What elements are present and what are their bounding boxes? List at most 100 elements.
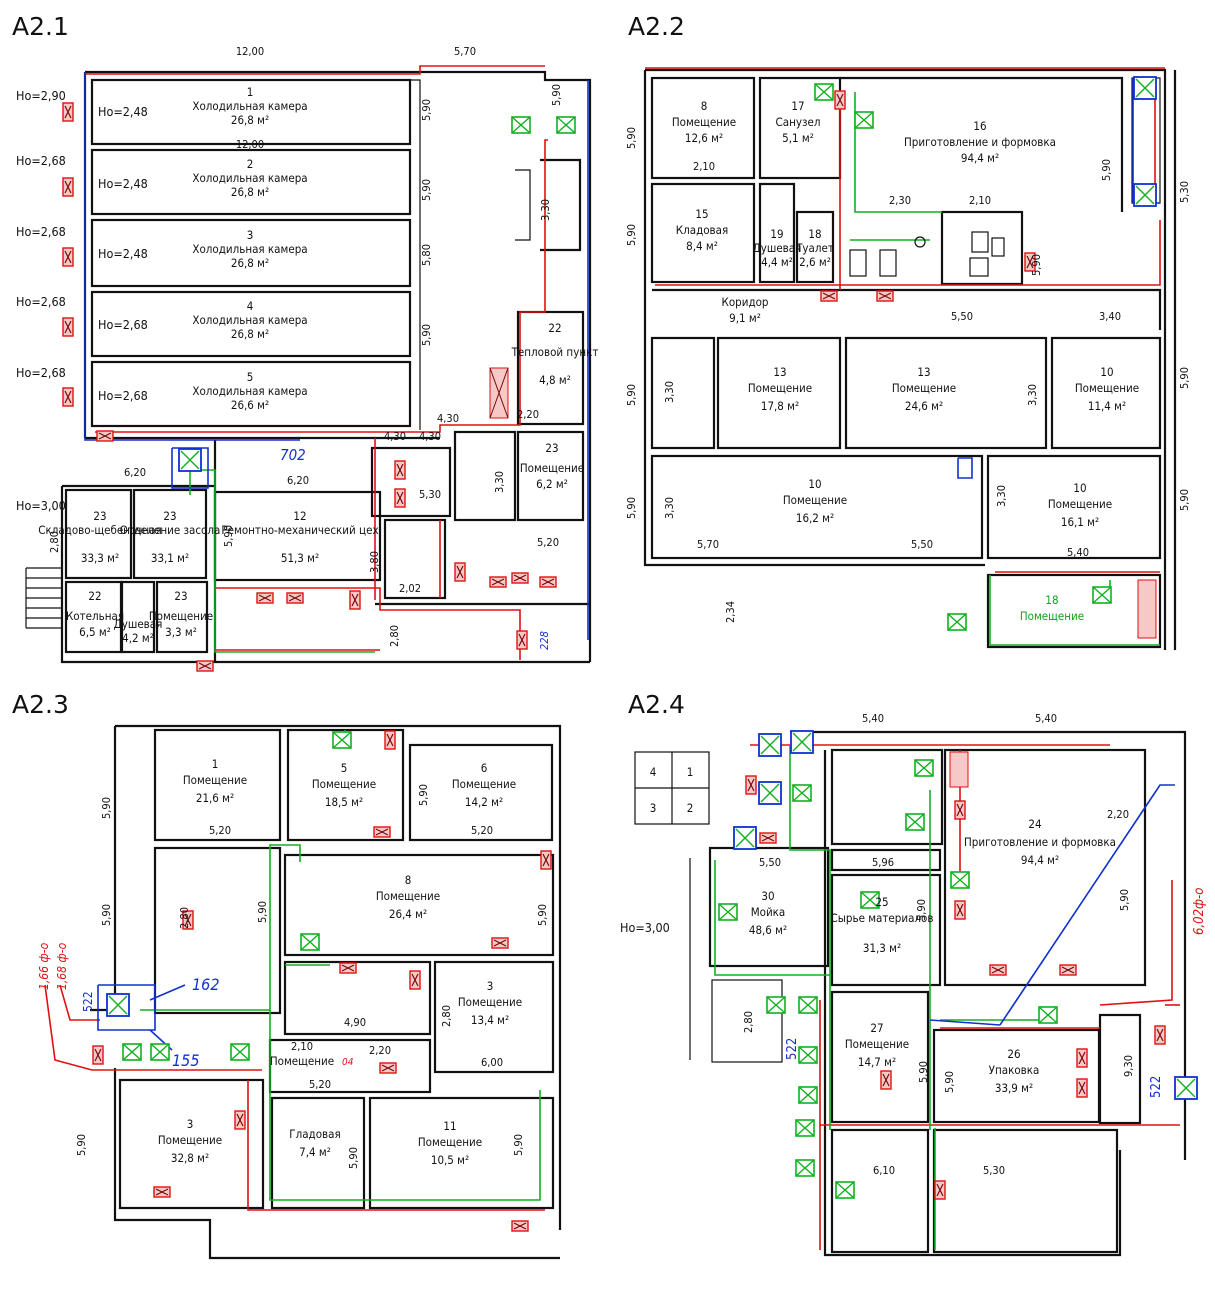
a3-red-label-1: 1,66 ф-о (37, 942, 51, 990)
panel-a4-title: A2.4 (628, 690, 685, 719)
svg-text:13: 13 (773, 365, 786, 379)
a2-dim-5: 5,90 (1100, 159, 1113, 181)
a1-ho-3: Ho=2,68 (16, 224, 66, 239)
svg-text:16,2 м²: 16,2 м² (796, 511, 834, 525)
a2-dim-18: 3,30 (995, 485, 1008, 507)
a3-red-label-3: 04 (342, 1057, 354, 1068)
a1-inner-ho-4: Ho=2,68 (98, 317, 148, 332)
a3-dim-9: 5,90 (536, 904, 549, 926)
a3-dim-7: 2,80 (178, 907, 191, 929)
a1-dim-top-1: 12,00 (236, 45, 264, 58)
a1-ho-5: Ho=2,68 (16, 365, 66, 380)
a1-inner-ho-3: Ho=2,48 (98, 246, 148, 261)
a3-blue-label-3: 155 (172, 1051, 199, 1070)
a1-dim-7: 3,30 (539, 199, 552, 221)
a3-dim-11: 4,90 (344, 1016, 366, 1029)
svg-text:5,1 м²: 5,1 м² (782, 131, 814, 145)
svg-text:10,5 м²: 10,5 м² (431, 1153, 469, 1167)
svg-text:Ремонтно-механический цех: Ремонтно-механический цех (221, 523, 378, 537)
a1-dim-12: 4,30 (437, 412, 459, 425)
a1-dim-9: 6,20 (287, 474, 309, 487)
a2-dim-8: 5,90 (1178, 489, 1191, 511)
a3-dim-5: 5,90 (417, 784, 430, 806)
a4-dim-9: 5,90 (917, 1061, 930, 1083)
svg-text:Помещение: Помещение (845, 1037, 909, 1051)
a4-dim-8: 2,80 (742, 1011, 755, 1033)
svg-text:Помещение: Помещение (672, 115, 736, 129)
svg-text:Гладовая: Гладовая (289, 1127, 340, 1141)
svg-text:4,4 м²: 4,4 м² (761, 255, 793, 269)
a1-dim-6: 5,90 (550, 84, 563, 106)
a1-inner-ho-2: Ho=2,48 (98, 176, 148, 191)
svg-text:Туалет: Туалет (795, 241, 834, 255)
a1-dim-13: 4,30 (384, 430, 406, 443)
svg-text:Помещение: Помещение (1048, 497, 1112, 511)
svg-text:Котельная: Котельная (66, 609, 124, 623)
svg-text:21,6 м²: 21,6 м² (196, 791, 234, 805)
svg-text:24,6 м²: 24,6 м² (905, 399, 943, 413)
plan-a2-1: 12,00 5,70 Ho=2,90 Ho=2,68 Ho=2,68 Ho=2,… (16, 45, 598, 672)
a4-dim-6: 5,90 (915, 899, 928, 921)
svg-text:Помещение: Помещение (183, 773, 247, 787)
svg-text:Помещение: Помещение (452, 777, 516, 791)
a3-dim-12: 2,10 (291, 1040, 313, 1053)
svg-text:4: 4 (247, 299, 254, 313)
a4-key-3: 3 (650, 801, 657, 815)
a1-inner-ho-5: Ho=2,68 (98, 388, 148, 403)
svg-text:16: 16 (973, 119, 986, 133)
svg-text:6,2 м²: 6,2 м² (536, 477, 568, 491)
svg-text:Помещение: Помещение (312, 777, 376, 791)
svg-text:Холодильная камера: Холодильная камера (192, 171, 307, 185)
svg-text:12,6 м²: 12,6 м² (685, 131, 723, 145)
svg-text:Холодильная камера: Холодильная камера (192, 384, 307, 398)
a4-dim-10: 5,90 (943, 1071, 956, 1093)
svg-text:25: 25 (875, 895, 888, 909)
a1-dim-16: 3,30 (493, 471, 506, 493)
svg-text:24: 24 (1028, 817, 1041, 831)
a4-dim-2: 5,40 (1035, 712, 1057, 725)
svg-text:Кладовая: Кладовая (676, 223, 728, 237)
svg-text:17: 17 (791, 99, 804, 113)
svg-text:Помещение: Помещение (748, 381, 812, 395)
svg-text:14,7 м²: 14,7 м² (858, 1055, 896, 1069)
svg-text:Помещение: Помещение (458, 995, 522, 1009)
a2-dim-13: 5,50 (951, 310, 973, 323)
a3-room-small: Помещение (270, 1054, 334, 1068)
a3-dim-4: 5,20 (209, 824, 231, 837)
a2-dim-12: 5,90 (1030, 254, 1043, 276)
svg-text:Помещение: Помещение (1075, 381, 1139, 395)
a4-dim-3: 2,20 (1107, 808, 1129, 821)
svg-text:5: 5 (247, 370, 254, 384)
svg-text:12: 12 (293, 509, 306, 523)
a1-ho-1: Ho=2,90 (16, 88, 66, 103)
panel-a3-title: A2.3 (12, 690, 69, 719)
svg-text:16,1 м²: 16,1 м² (1061, 515, 1099, 529)
svg-text:10: 10 (1100, 365, 1113, 379)
svg-text:13: 13 (917, 365, 930, 379)
svg-text:Помещение: Помещение (1020, 609, 1084, 623)
a3-dim-10: 2,80 (440, 1005, 453, 1027)
a4-key-1: 1 (687, 765, 694, 779)
a2-dim-21: 5,40 (1067, 546, 1089, 559)
a1-dim-3: 5,90 (420, 179, 433, 201)
svg-text:33,1 м²: 33,1 м² (151, 551, 189, 565)
svg-text:26,6 м²: 26,6 м² (231, 398, 269, 412)
a2-dim-11: 2,10 (969, 194, 991, 207)
svg-text:3: 3 (247, 228, 254, 242)
svg-text:15: 15 (695, 207, 708, 221)
a2-dim-17: 3,30 (663, 497, 676, 519)
